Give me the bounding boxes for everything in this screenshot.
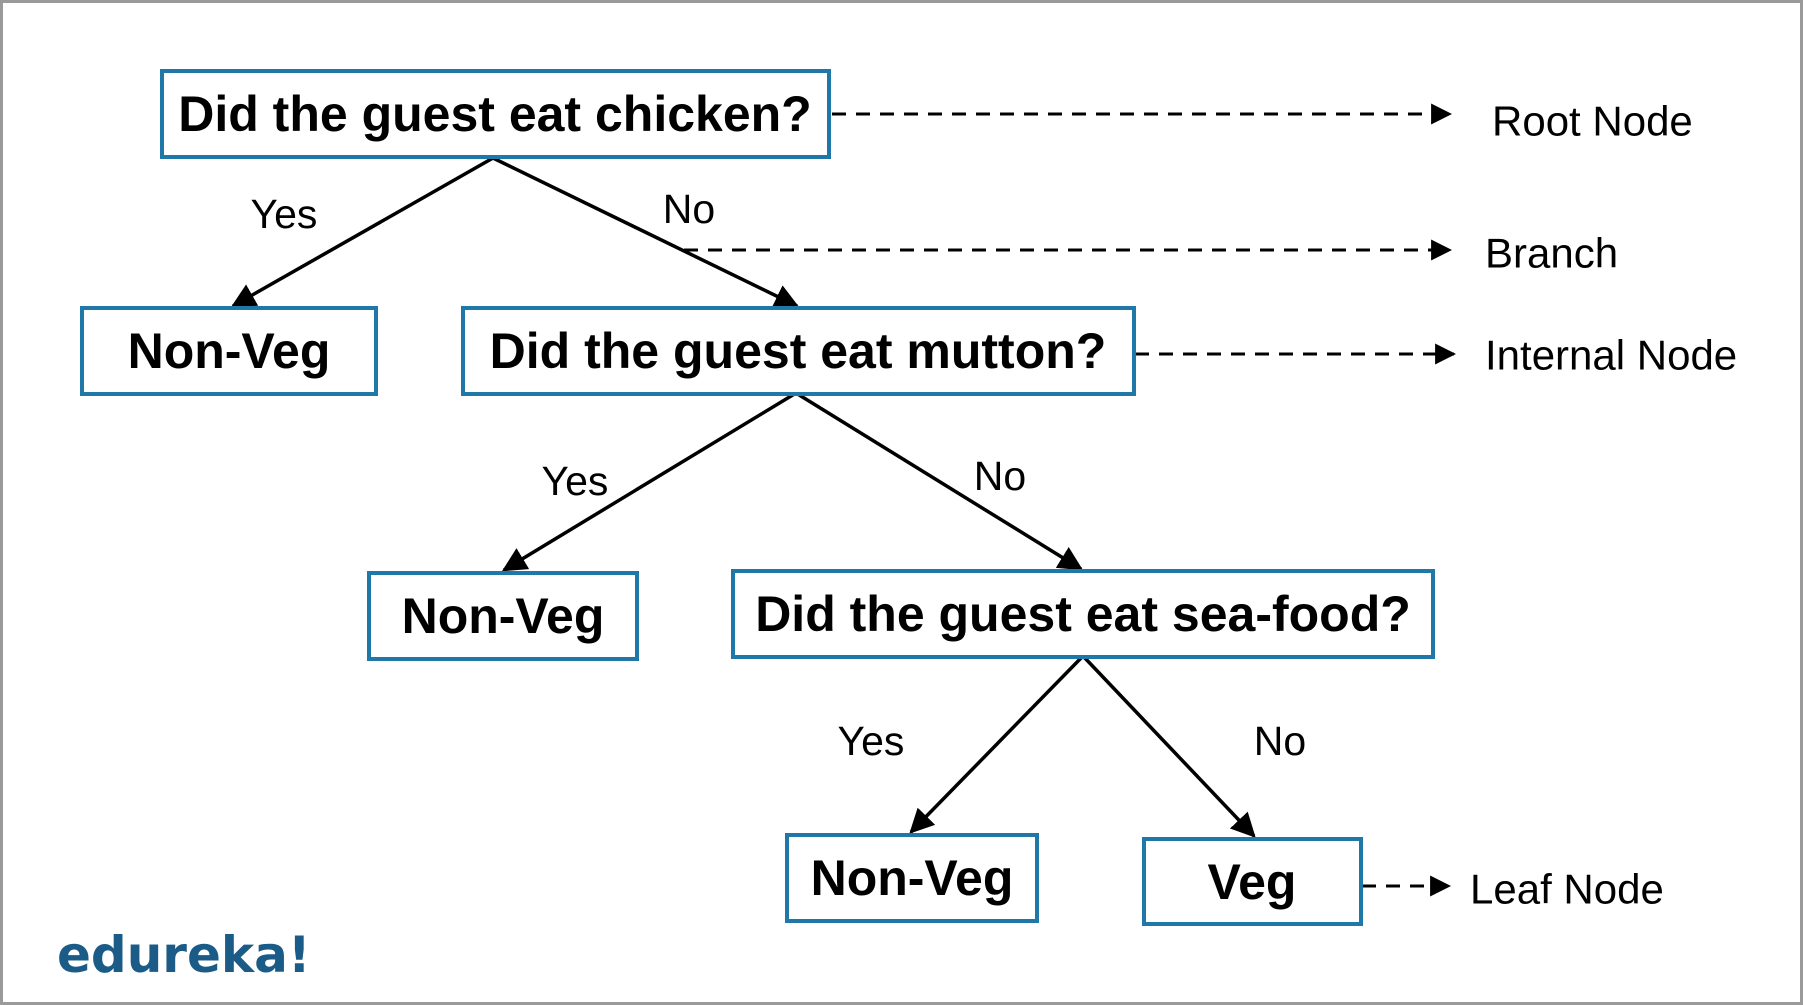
- legend-pointers: [684, 103, 1457, 897]
- internal-node-1: Did the guest eat mutton?: [461, 306, 1136, 396]
- leaf-node-3-label: Non-Veg: [811, 850, 1014, 906]
- leaf-node-4-label: Veg: [1208, 854, 1297, 910]
- edge-label-no-1: No: [663, 186, 715, 232]
- internal-node-1-box: [461, 306, 1136, 396]
- leaf-node-2-box: [367, 571, 639, 661]
- leaf-node-2: Non-Veg: [367, 571, 639, 661]
- edge-label-no-2: No: [974, 453, 1026, 499]
- edge-internal-1-to-internal-2: [795, 391, 1084, 571]
- internal-node-2-box: [731, 569, 1435, 659]
- leaf-node-3-box: [785, 833, 1039, 923]
- edge-label-yes-1: Yes: [251, 191, 318, 237]
- tree-nodes: Did the guest eat chicken? Non-Veg Did t…: [80, 69, 1435, 926]
- edge-internal-2-to-leaf-4: [1081, 654, 1256, 838]
- leaf-node-3: Non-Veg: [785, 833, 1039, 923]
- root-node-label: Did the guest eat chicken?: [178, 86, 811, 142]
- decision-tree-diagram: Did the guest eat chicken? Non-Veg Did t…: [57, 69, 1737, 984]
- leaf-node-1: Non-Veg: [80, 306, 378, 396]
- leaf-node-1-label: Non-Veg: [128, 323, 331, 379]
- edge-label-yes-3: Yes: [838, 718, 905, 764]
- edge-root-to-leaf-1: [230, 156, 494, 308]
- edureka-logo: edureka!: [57, 926, 311, 984]
- legend-leaf-node: Leaf Node: [1470, 866, 1664, 913]
- root-node-box: [160, 69, 831, 159]
- tree-edges: [230, 156, 1256, 838]
- leaf-node-1-box: [80, 306, 378, 396]
- internal-node-2: Did the guest eat sea-food?: [731, 569, 1435, 659]
- legend-labels: Root Node Branch Internal Node Leaf Node: [1470, 98, 1737, 913]
- edge-internal-2-to-leaf-3: [909, 654, 1085, 834]
- legend-branch: Branch: [1485, 230, 1618, 277]
- leaf-node-2-label: Non-Veg: [402, 588, 605, 644]
- edge-label-yes-2: Yes: [542, 458, 609, 504]
- legend-root-node: Root Node: [1492, 98, 1693, 145]
- root-node: Did the guest eat chicken?: [160, 69, 831, 159]
- leaf-node-4: Veg: [1142, 837, 1363, 926]
- edge-root-to-internal-1: [492, 156, 800, 308]
- edge-labels: Yes No Yes No Yes No: [251, 186, 1307, 764]
- edge-label-no-3: No: [1254, 718, 1306, 764]
- legend-internal-node: Internal Node: [1485, 332, 1737, 379]
- internal-node-2-label: Did the guest eat sea-food?: [755, 586, 1411, 642]
- internal-node-1-label: Did the guest eat mutton?: [490, 323, 1107, 379]
- edge-internal-1-to-leaf-2: [501, 391, 797, 572]
- leaf-node-4-box: [1142, 837, 1363, 926]
